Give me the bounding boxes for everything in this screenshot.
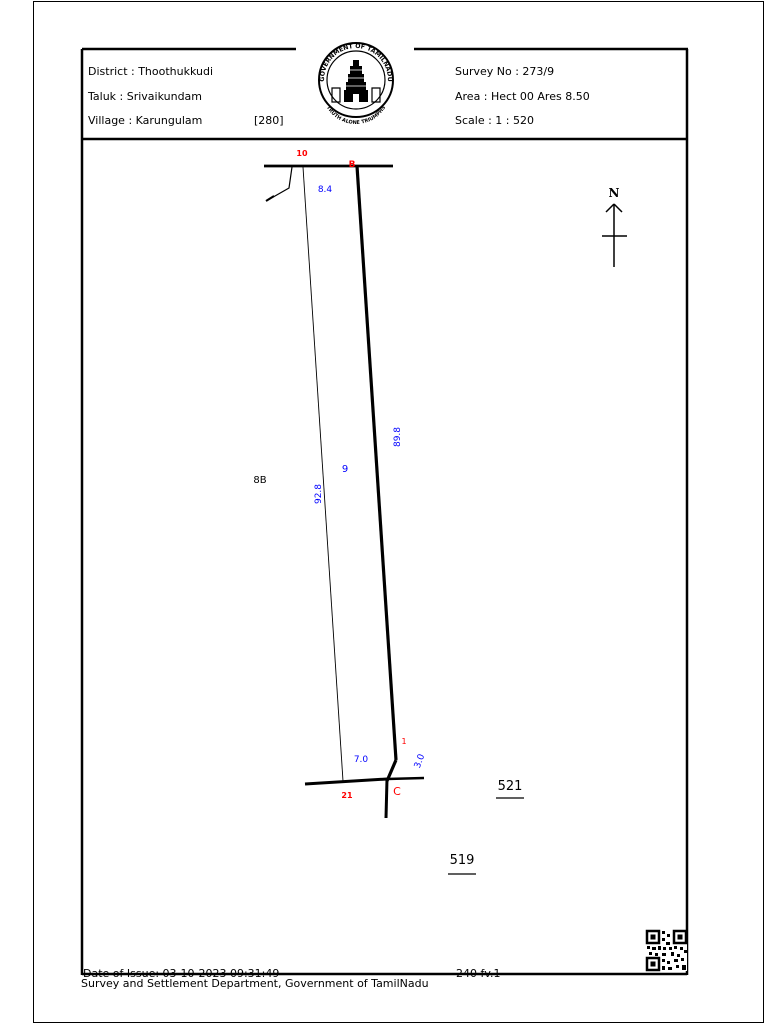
north-label: N (609, 186, 620, 200)
survey-number: Survey No : 273/9 (455, 65, 555, 78)
parcel-number: 519 (450, 853, 475, 868)
map-frame (80, 49, 689, 976)
measurement-label: 3.0 (413, 753, 427, 770)
station-label: C (393, 785, 401, 798)
area-label: Area : Hect 00 Ares 8.50 (455, 90, 590, 103)
measurement-label: 8.4 (318, 185, 333, 195)
parcel-number: 8B (253, 475, 266, 486)
parcel-number: 521 (498, 779, 523, 794)
station-label: B (349, 160, 356, 170)
department-label: Survey and Settlement Department, Govern… (81, 977, 429, 990)
tamilnadu-emblem-icon: GOVERNMENT OF TAMILNADU TRUTH ALONE TRIU… (318, 42, 394, 126)
version-label: 240 fv.1 (456, 967, 501, 980)
parcel-number: 9 (342, 464, 348, 475)
village-label: Village : Karungulam (88, 114, 203, 127)
parcel-boundaries (264, 164, 425, 819)
measurement-label: 89.8 (393, 427, 403, 447)
header-frame (82, 47, 688, 141)
measurement-label: 92.8 (314, 484, 324, 504)
date-of-issue: Date of Issue: 03-10-2023 09:31:49 (83, 967, 280, 980)
qr-code-icon (645, 929, 688, 972)
station-label: 1 (401, 737, 406, 746)
taluk-label: Taluk : Srivaikundam (88, 90, 203, 103)
page-border (33, 1, 764, 1023)
district-label: District : Thoothukkudi (88, 65, 214, 78)
station-label: 10 (296, 149, 308, 158)
north-arrow-icon: N (602, 186, 627, 267)
measurement-label: 7.0 (354, 755, 369, 765)
scale-label: Scale : 1 : 520 (455, 114, 534, 127)
village-code: [280] (254, 114, 284, 127)
station-label: 21 (341, 791, 353, 800)
